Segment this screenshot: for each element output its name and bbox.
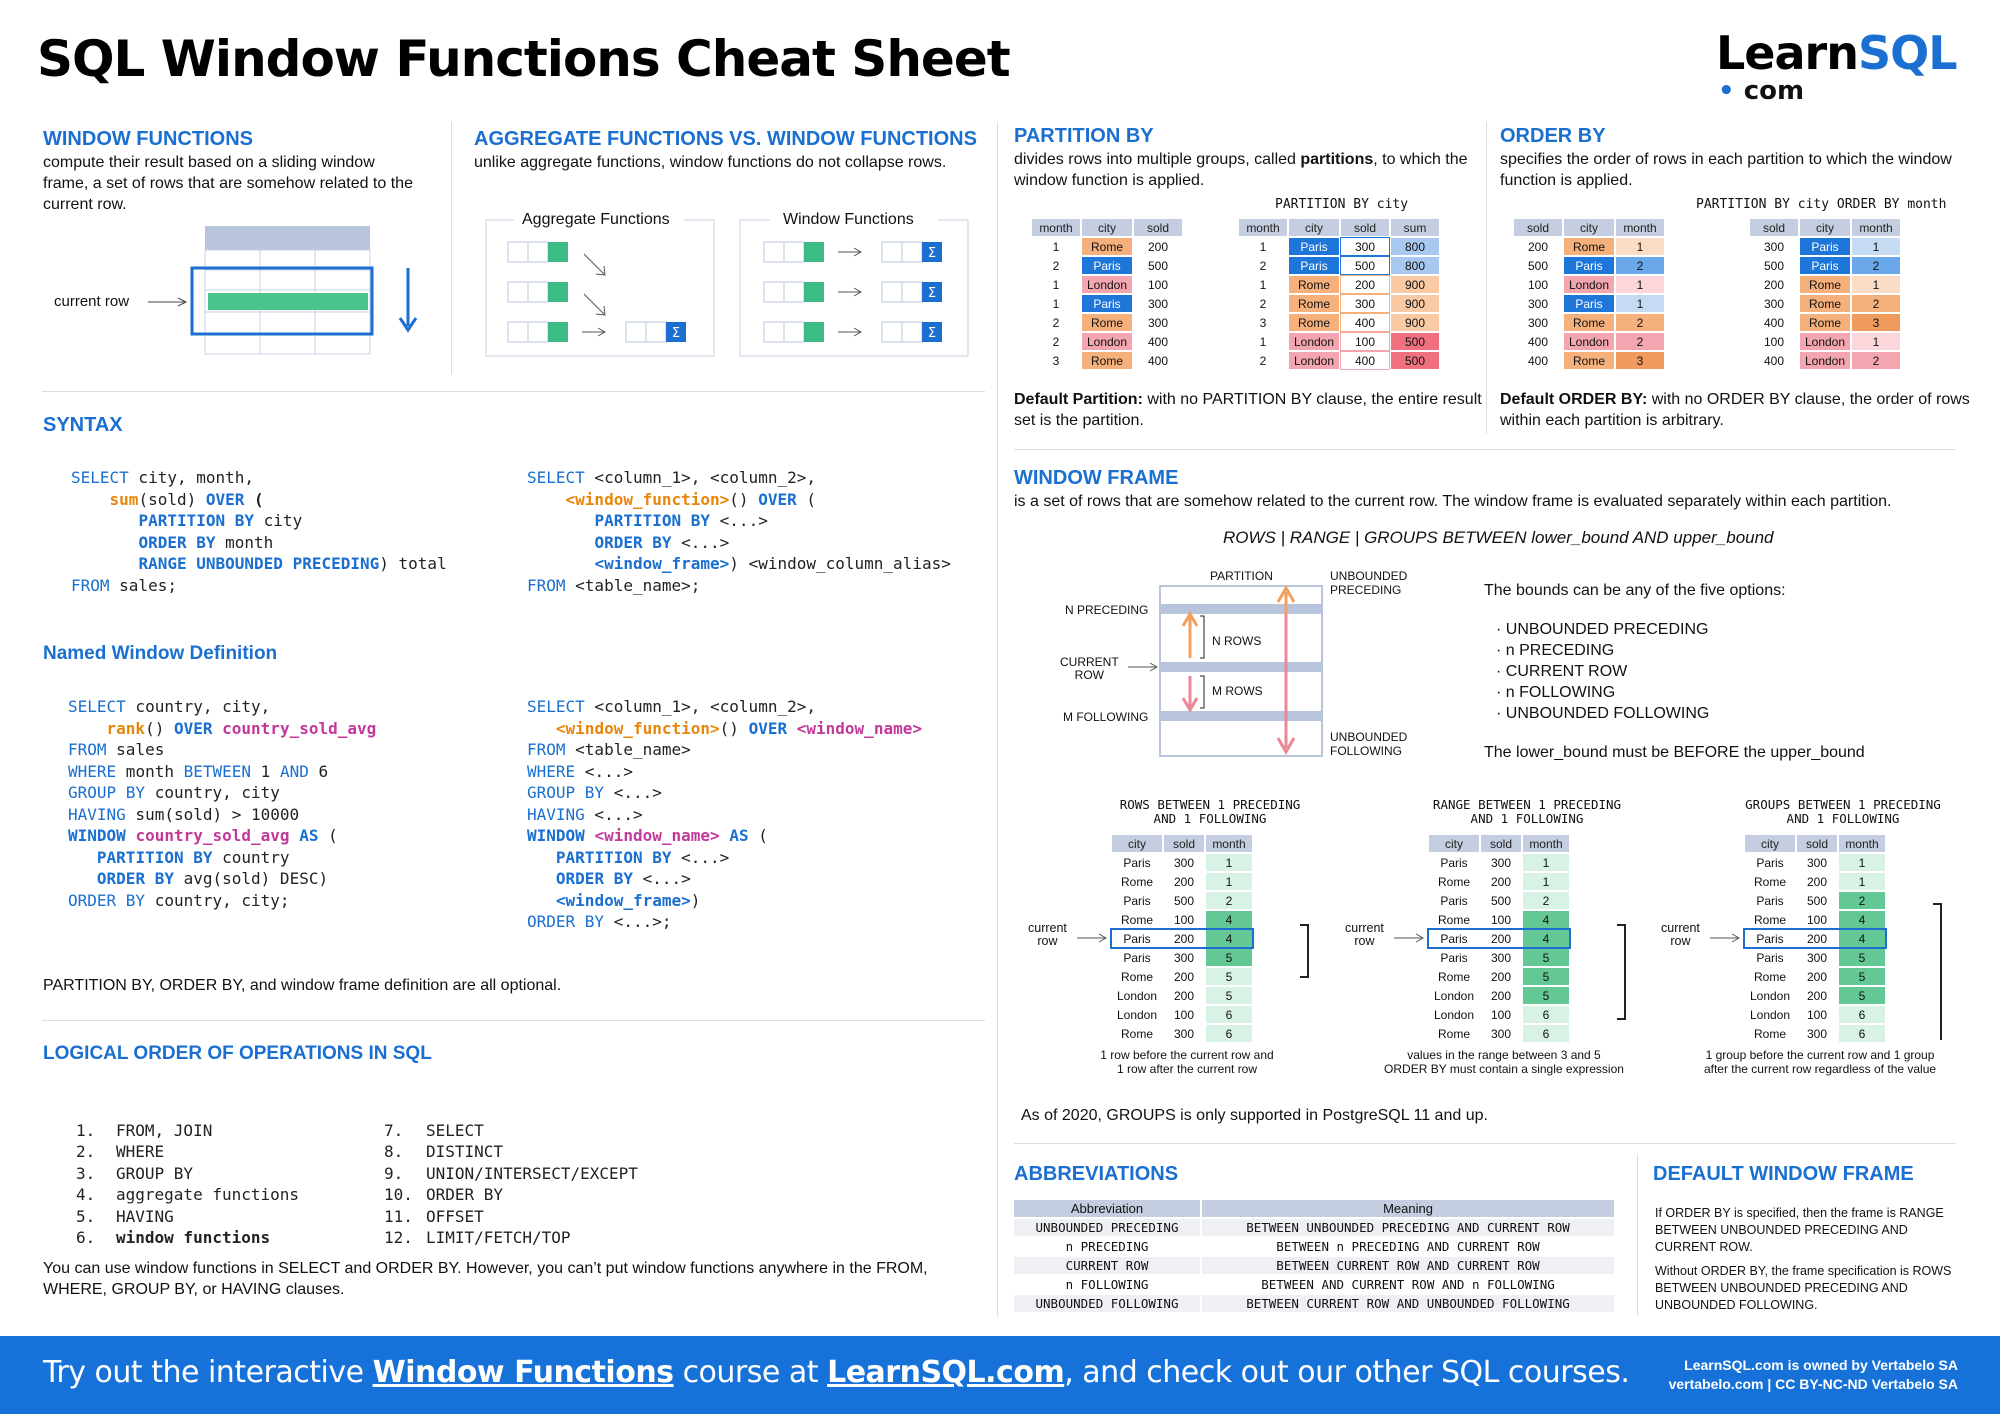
logical-order-title: LOGICAL ORDER OF OPERATIONS IN SQL	[43, 1043, 432, 1064]
window-frame-desc: is a set of rows that are somehow relate…	[1014, 493, 1892, 510]
default-partition-note: Default Partition: with no PARTITION BY …	[1014, 391, 1482, 429]
partition-label: PARTITION	[1210, 569, 1273, 583]
frame-example-caption-3: 1 group before the current row and 1 gro…	[1703, 1048, 1937, 1076]
frame-example-arrow-3	[1710, 903, 1942, 1040]
learnsql-link[interactable]: LearnSQL.com	[827, 1355, 1065, 1390]
order-by-desc: specifies the order of rows in each part…	[1500, 151, 1952, 189]
window-functions-course-link[interactable]: Window Functions	[372, 1355, 674, 1390]
window-frame-syntax: ROWS | RANGE | GROUPS BETWEEN lower_boun…	[1223, 528, 1774, 547]
named-window-code-example: SELECT country, city, rank() OVER countr…	[68, 697, 377, 910]
m-following-label: M FOLLOWING	[1063, 710, 1149, 724]
agg-vs-window-diagram: Σ Σ Σ Σ	[485, 212, 969, 357]
partition-by-title: PARTITION BY	[1014, 125, 1154, 147]
partition-by-caption: PARTITION BY city	[1275, 197, 1409, 212]
partition-by-desc: divides rows into multiple groups, calle…	[1014, 151, 1468, 189]
window-functions-title: WINDOW FUNCTIONS	[43, 128, 253, 150]
bounds-intro: The bounds can be any of the five option…	[1484, 582, 1786, 599]
syntax-code-template: SELECT <column_1>, <column_2>, <window_f…	[527, 468, 951, 595]
default-window-frame-p2: Without ORDER BY, the frame specificatio…	[1655, 1264, 1952, 1312]
order-by-title: ORDER BY	[1500, 125, 1606, 147]
m-rows-label: M ROWS	[1212, 684, 1263, 698]
window-frame-illustration	[148, 226, 418, 355]
abbreviations-title: ABBREVIATIONS	[1014, 1163, 1179, 1185]
frame-example-arrow-1	[1077, 924, 1309, 978]
bounds-list: · UNBOUNDED PRECEDING · n PRECEDING · CU…	[1496, 621, 1710, 722]
agg-vs-window-desc: unlike aggregate functions, window funct…	[474, 154, 947, 171]
aggregate-functions-label: Aggregate Functions	[522, 211, 670, 228]
frame-example-arrow-2	[1394, 924, 1626, 1020]
syntax-title: SYNTAX	[43, 414, 123, 436]
window-frame-bounds-diagram	[1128, 584, 1323, 757]
logo-dot: •	[1718, 76, 1735, 106]
svg-text:Σ: Σ	[672, 326, 680, 341]
window-functions-desc: compute their result based on a sliding …	[43, 154, 413, 213]
default-order-by-note: Default ORDER BY: with no ORDER BY claus…	[1500, 391, 1970, 429]
order-by-caption: PARTITION BY city ORDER BY month	[1696, 197, 1947, 212]
current-row-label: current row	[54, 293, 130, 310]
footer-bar: Try out the interactive Window Functions…	[0, 1336, 2000, 1414]
default-window-frame-title: DEFAULT WINDOW FRAME	[1653, 1163, 1914, 1185]
syntax-code-example: SELECT city, month, sum(sold) OVER ( PAR…	[71, 468, 447, 595]
window-functions-label: Window Functions	[783, 211, 914, 228]
logo-sub: com	[1743, 76, 1805, 106]
footer-cta: Try out the interactive Window Functions…	[43, 1355, 1630, 1390]
agg-vs-window-title: AGGREGATE FUNCTIONS VS. WINDOW FUNCTIONS	[474, 128, 977, 150]
logical-order-note: You can use window functions in SELECT a…	[43, 1260, 928, 1298]
logo-text: LearnSQL	[1716, 26, 1958, 80]
n-rows-label: N ROWS	[1212, 634, 1262, 648]
bounds-note: The lower_bound must be BEFORE the upper…	[1484, 744, 1865, 761]
groups-note: As of 2020, GROUPS is only supported in …	[1021, 1107, 1488, 1124]
n-preceding-label: N PRECEDING	[1065, 603, 1149, 617]
svg-text:Σ: Σ	[928, 286, 936, 301]
named-window-code-template: SELECT <column_1>, <column_2>, <window_f…	[527, 697, 922, 931]
learnsql-logo[interactable]: LearnSQL • com	[1716, 26, 1958, 106]
svg-text:Σ: Σ	[928, 246, 936, 261]
window-frame-title: WINDOW FRAME	[1014, 467, 1179, 489]
named-window-title: Named Window Definition	[43, 643, 278, 664]
page-title: SQL Window Functions Cheat Sheet	[37, 30, 1011, 88]
default-window-frame-p1: If ORDER BY is specified, then the frame…	[1655, 1206, 1944, 1254]
optional-note: PARTITION BY, ORDER BY, and window frame…	[43, 977, 562, 994]
svg-text:Σ: Σ	[928, 326, 936, 341]
